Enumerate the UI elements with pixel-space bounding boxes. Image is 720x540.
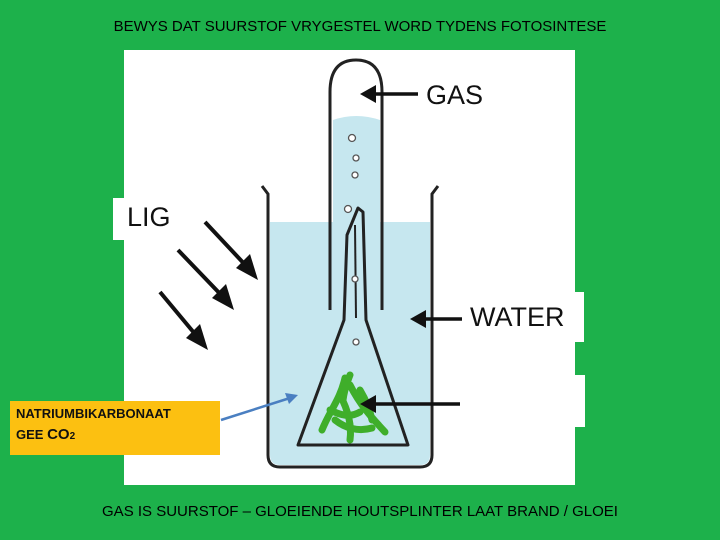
funnel-stem-inner: [354, 224, 357, 319]
gas-pointer-head: [360, 85, 376, 103]
light-arrow-head: [186, 324, 208, 350]
page-title: BEWYS DAT SUURSTOF VRYGESTEL WORD TYDENS…: [113, 18, 607, 35]
bubble: [351, 275, 359, 283]
label-arrows: [360, 85, 465, 413]
blank-label-box: [460, 375, 585, 427]
light-arrows: [158, 220, 258, 350]
bubbles: [343, 133, 360, 346]
bubble: [343, 204, 353, 214]
light-arrow: [176, 248, 228, 302]
plant: [318, 371, 389, 444]
bubble: [351, 171, 359, 179]
plant-pointer-head: [360, 395, 376, 413]
light-label: LIG: [113, 198, 183, 240]
water-label: WATER: [462, 292, 584, 342]
funnel-outline: [296, 206, 410, 447]
water-pointer-head: [410, 310, 426, 328]
sodium-bicarbonate-note: NATRIUMBIKARBONAAT GEE CO2: [10, 401, 220, 455]
bubble: [352, 154, 360, 162]
note-co2: CO: [47, 425, 70, 443]
light-arrow-head: [212, 284, 234, 310]
note-co2-subscript: 2: [69, 430, 76, 442]
beaker-outline: [260, 185, 440, 469]
bubble: [352, 338, 360, 346]
note-line-2: GEE CO2: [16, 424, 214, 446]
co2-pointer: [220, 393, 298, 422]
gas-bubble-region: [333, 62, 380, 120]
test-tube-outline: [328, 58, 384, 310]
conclusion-footer: GAS IS SUURSTOF – GLOEIENDE HOUTSPLINTER…: [102, 503, 618, 520]
gas-label: GAS: [420, 78, 495, 118]
light-arrow-head: [236, 254, 258, 280]
co2-pointer-head: [285, 393, 298, 404]
bubble: [347, 133, 357, 143]
note-line-1: NATRIUMBIKARBONAAT: [16, 406, 171, 421]
test-tube-water: [333, 110, 380, 225]
note-line-2-prefix: GEE: [16, 426, 48, 442]
